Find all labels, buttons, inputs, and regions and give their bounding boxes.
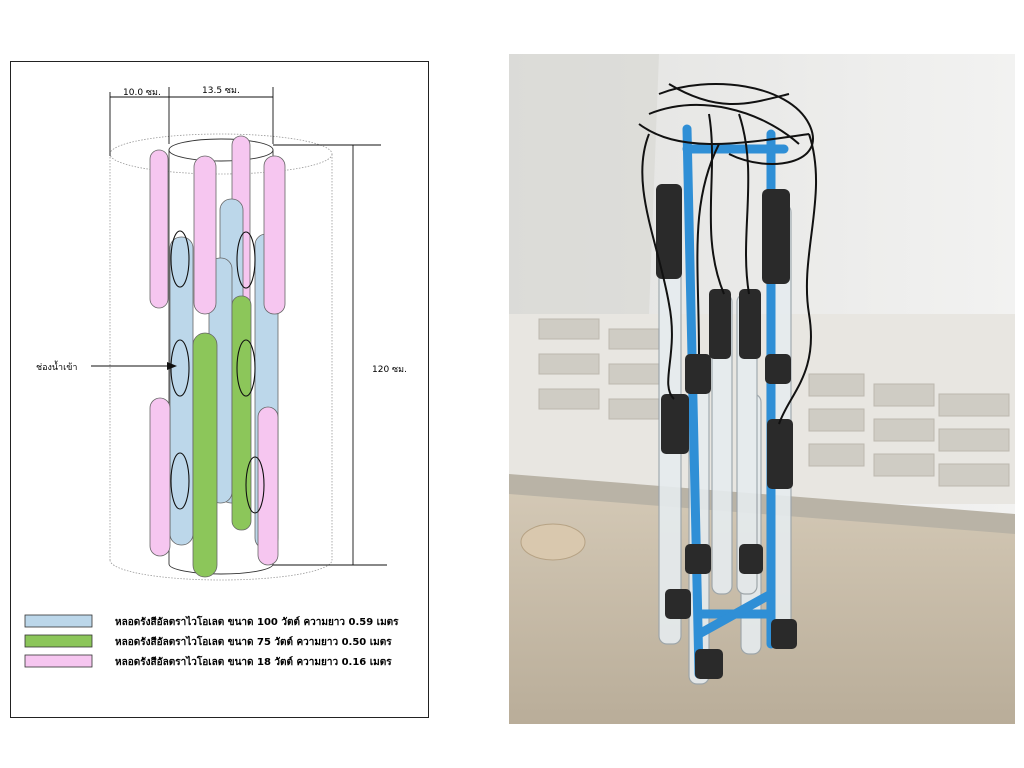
wall-base [509,474,1015,534]
legend-swatch-18w [24,654,93,668]
legend-swatch-100w [24,614,93,628]
inlet-label: ช่องน้ำเข้า [36,360,77,373]
breeze-block-band [509,314,1015,504]
height-dimension [273,144,387,566]
legend-label-100w: หลอดรังสีอัลตราไวโอเลต ขนาด 100 วัตต์ คว… [115,615,399,628]
lamps-75w [192,295,252,578]
inlet-arrow [91,362,177,370]
dome-object [520,523,586,561]
wall-shadow [509,54,659,374]
photo-drawing [509,54,1015,724]
legend: หลอดรังสีอัลตราไวโอเลต ขนาด 100 วัตต์ คว… [24,614,399,668]
reactor-diagram: 10.0 ซม. 13.5 ซม. 120 ซม. ช่องน้ำเข้า หล… [10,61,429,718]
width-dimensions [109,87,274,156]
legend-label-18w: หลอดรังสีอัลตราไวโอเลต ขนาด 18 วัตต์ ควา… [115,655,392,668]
legend-label-75w: หลอดรังสีอัลตราไวโอเลต ขนาด 75 วัตต์ ควา… [115,635,392,648]
diagram-drawing: 10.0 ซม. 13.5 ซม. 120 ซม. ช่องน้ำเข้า หล… [24,86,407,668]
dim-height: 120 ซม. [372,365,407,375]
inlet-openings [170,230,265,514]
lamps-18w-front [149,155,286,566]
legend-swatch-75w [24,634,93,648]
dim-outer-width: 13.5 ซม. [202,86,240,96]
dim-inner-width: 10.0 ซม. [123,88,161,98]
reactor-photo [509,54,1015,724]
reactor-unit [638,83,817,685]
